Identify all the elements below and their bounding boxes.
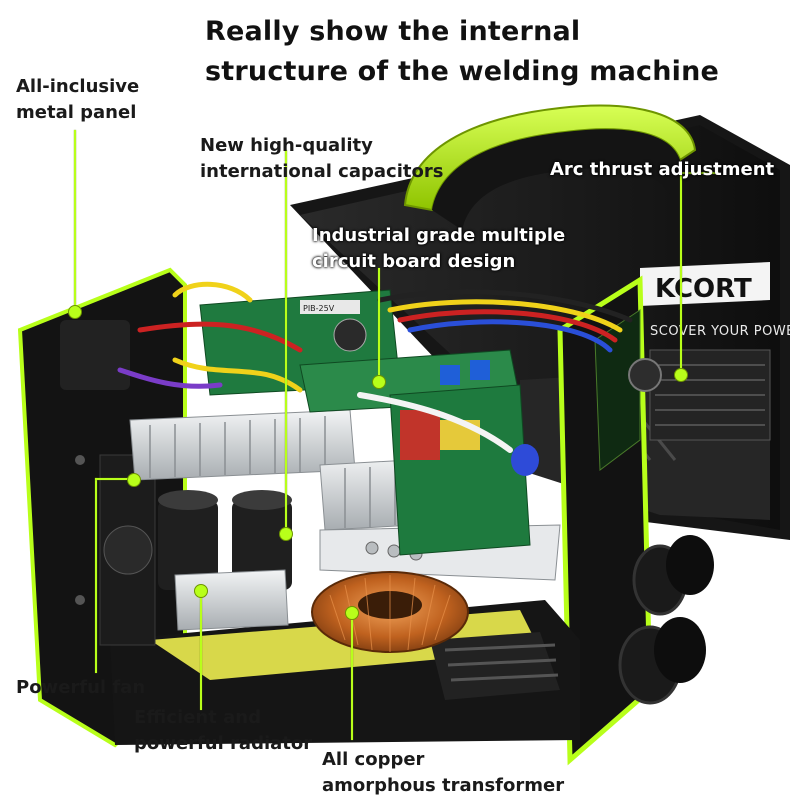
fan: [99, 454, 156, 646]
label-fan: Powerful fan: [16, 675, 145, 701]
leader-fan-v: [95, 478, 97, 673]
leader-radiator: [200, 590, 202, 710]
dot-metal-panel: [68, 305, 82, 319]
label-arc-thrust: Arc thrust adjustment: [550, 157, 774, 183]
dot-transformer: [345, 606, 359, 620]
dot-circuit-board: [372, 375, 386, 389]
leader-metal-panel: [74, 130, 76, 310]
leader-arc-thrust-v: [680, 172, 682, 372]
label-circuit-board-line-1: Industrial grade multiple: [312, 225, 566, 246]
label-capacitors-line-2: international capacitors: [200, 161, 444, 182]
label-metal-panel: All-inclusive metal panel: [16, 74, 139, 126]
knob-icon: [628, 358, 662, 392]
label-transformer-line-1: All copper: [322, 749, 425, 770]
label-capacitors: New high-quality international capacitor…: [200, 133, 443, 185]
leader-arc-thrust-h: [680, 172, 718, 174]
label-fan-text: Powerful fan: [16, 677, 146, 698]
label-arc-thrust-text: Arc thrust adjustment: [550, 159, 775, 180]
label-capacitors-line-1: New high-quality: [200, 135, 373, 156]
label-metal-panel-line-2: metal panel: [16, 102, 137, 123]
transformer: [311, 571, 469, 653]
board-marking: PIB-25V: [303, 304, 335, 313]
dot-capacitors: [279, 527, 293, 541]
label-transformer: All copper amorphous transformer: [322, 747, 564, 799]
label-transformer-line-2: amorphous transformer: [322, 775, 565, 796]
brand-text: KCORT: [655, 274, 752, 304]
label-radiator-line-2: powerful radiator: [134, 733, 313, 754]
title-line-2: structure of the welding machine: [205, 56, 720, 87]
dot-arc-thrust: [674, 368, 688, 382]
label-metal-panel-line-1: All-inclusive: [16, 76, 140, 97]
page-title: Really show the internal structure of th…: [205, 12, 725, 92]
tagline-text: SCOVER YOUR POWER: [650, 324, 790, 339]
leader-circuit-board: [378, 268, 380, 380]
title-line-1: Really show the internal: [205, 16, 581, 47]
dot-radiator: [194, 584, 208, 598]
leader-transformer: [351, 612, 353, 740]
leader-fan-h: [95, 478, 130, 480]
leader-capacitors: [285, 150, 287, 530]
dot-fan: [127, 473, 141, 487]
label-radiator-line-1: Efficient and: [134, 707, 261, 728]
circuit-boards: PIB-25V: [199, 289, 539, 556]
capacitors: [158, 490, 292, 590]
label-circuit-board-line-2: circuit board design: [312, 251, 516, 272]
label-circuit-board: Industrial grade multiple circuit board …: [312, 223, 565, 275]
front-panel: [557, 275, 714, 766]
handle: [403, 104, 697, 230]
wires: [117, 281, 633, 453]
brand-plate: KCORT SCOVER YOUR POWER: [640, 262, 790, 441]
label-radiator: Efficient and powerful radiator: [134, 705, 312, 757]
